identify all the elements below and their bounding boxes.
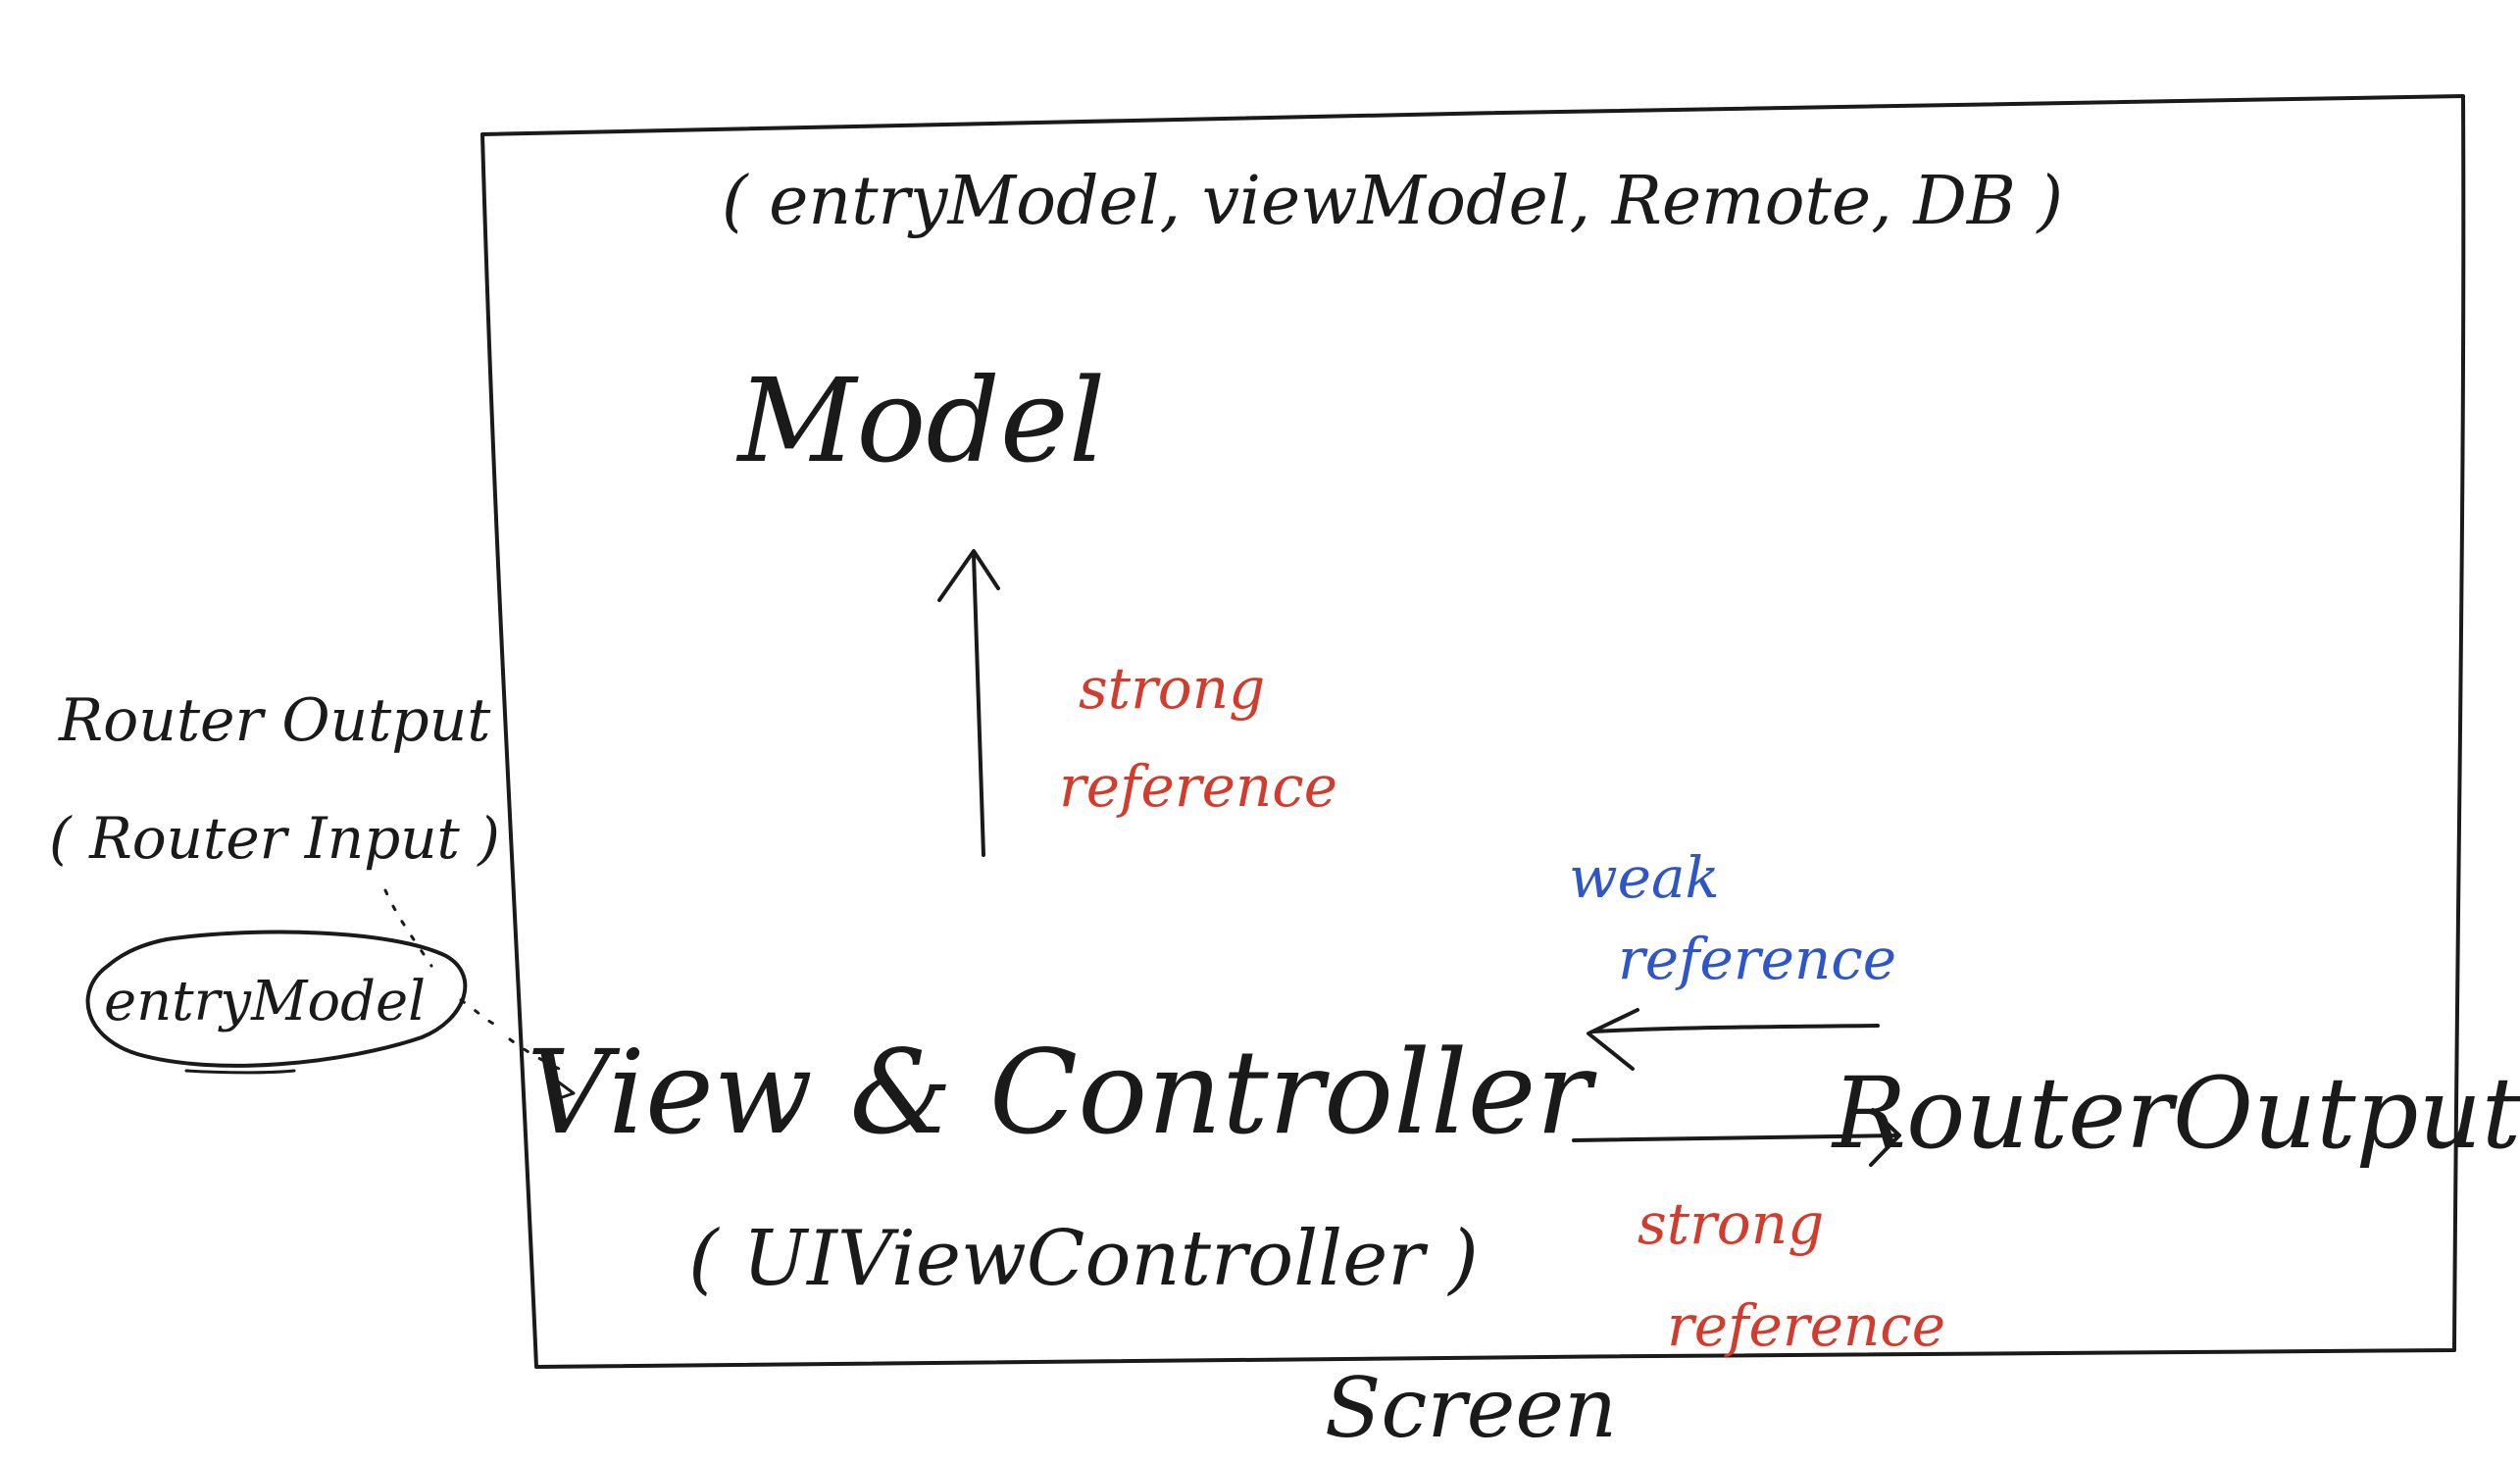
strong-reference-label-model-line2: reference bbox=[1059, 753, 1337, 820]
weak-reference-label-line1: weak bbox=[1569, 844, 1720, 911]
screen-title: Screen bbox=[1325, 1360, 1617, 1456]
screen-boundary bbox=[480, 94, 2466, 1369]
model-label: Model bbox=[736, 353, 1106, 488]
entry-model-bubble bbox=[85, 930, 468, 1075]
strong-reference-label-router-line1: strong bbox=[1638, 1190, 1824, 1257]
weak-reference-arrow bbox=[1587, 1008, 1880, 1071]
router-output-label: RouterOutput bbox=[1831, 1056, 2520, 1171]
external-router-output-label: Router Output bbox=[58, 686, 491, 755]
weak-reference-label-line2: reference bbox=[1618, 926, 1896, 992]
strong-reference-label-model-line1: strong bbox=[1079, 655, 1265, 722]
external-router-input-label: ( Router Input ) bbox=[49, 805, 500, 872]
view-controller-label: View & Controller bbox=[527, 1025, 1597, 1160]
entry-model-label: entryModel bbox=[104, 970, 426, 1033]
entry-model-dotted-connector bbox=[383, 888, 576, 1102]
strong-reference-label-router-line2: reference bbox=[1667, 1292, 1945, 1359]
model-components-list: ( entryModel, viewModel, Remote, DB ) bbox=[722, 163, 2063, 240]
strong-reference-label-router: strong reference bbox=[1638, 1190, 1945, 1359]
strong-reference-label-model: strong reference bbox=[1059, 655, 1337, 820]
strong-reference-arrow-to-model bbox=[937, 549, 1000, 857]
strong-reference-arrow-to-router bbox=[1572, 1108, 1901, 1167]
weak-reference-label: weak reference bbox=[1569, 844, 1896, 992]
view-controller-class-label: ( UIViewController ) bbox=[688, 1215, 1479, 1303]
